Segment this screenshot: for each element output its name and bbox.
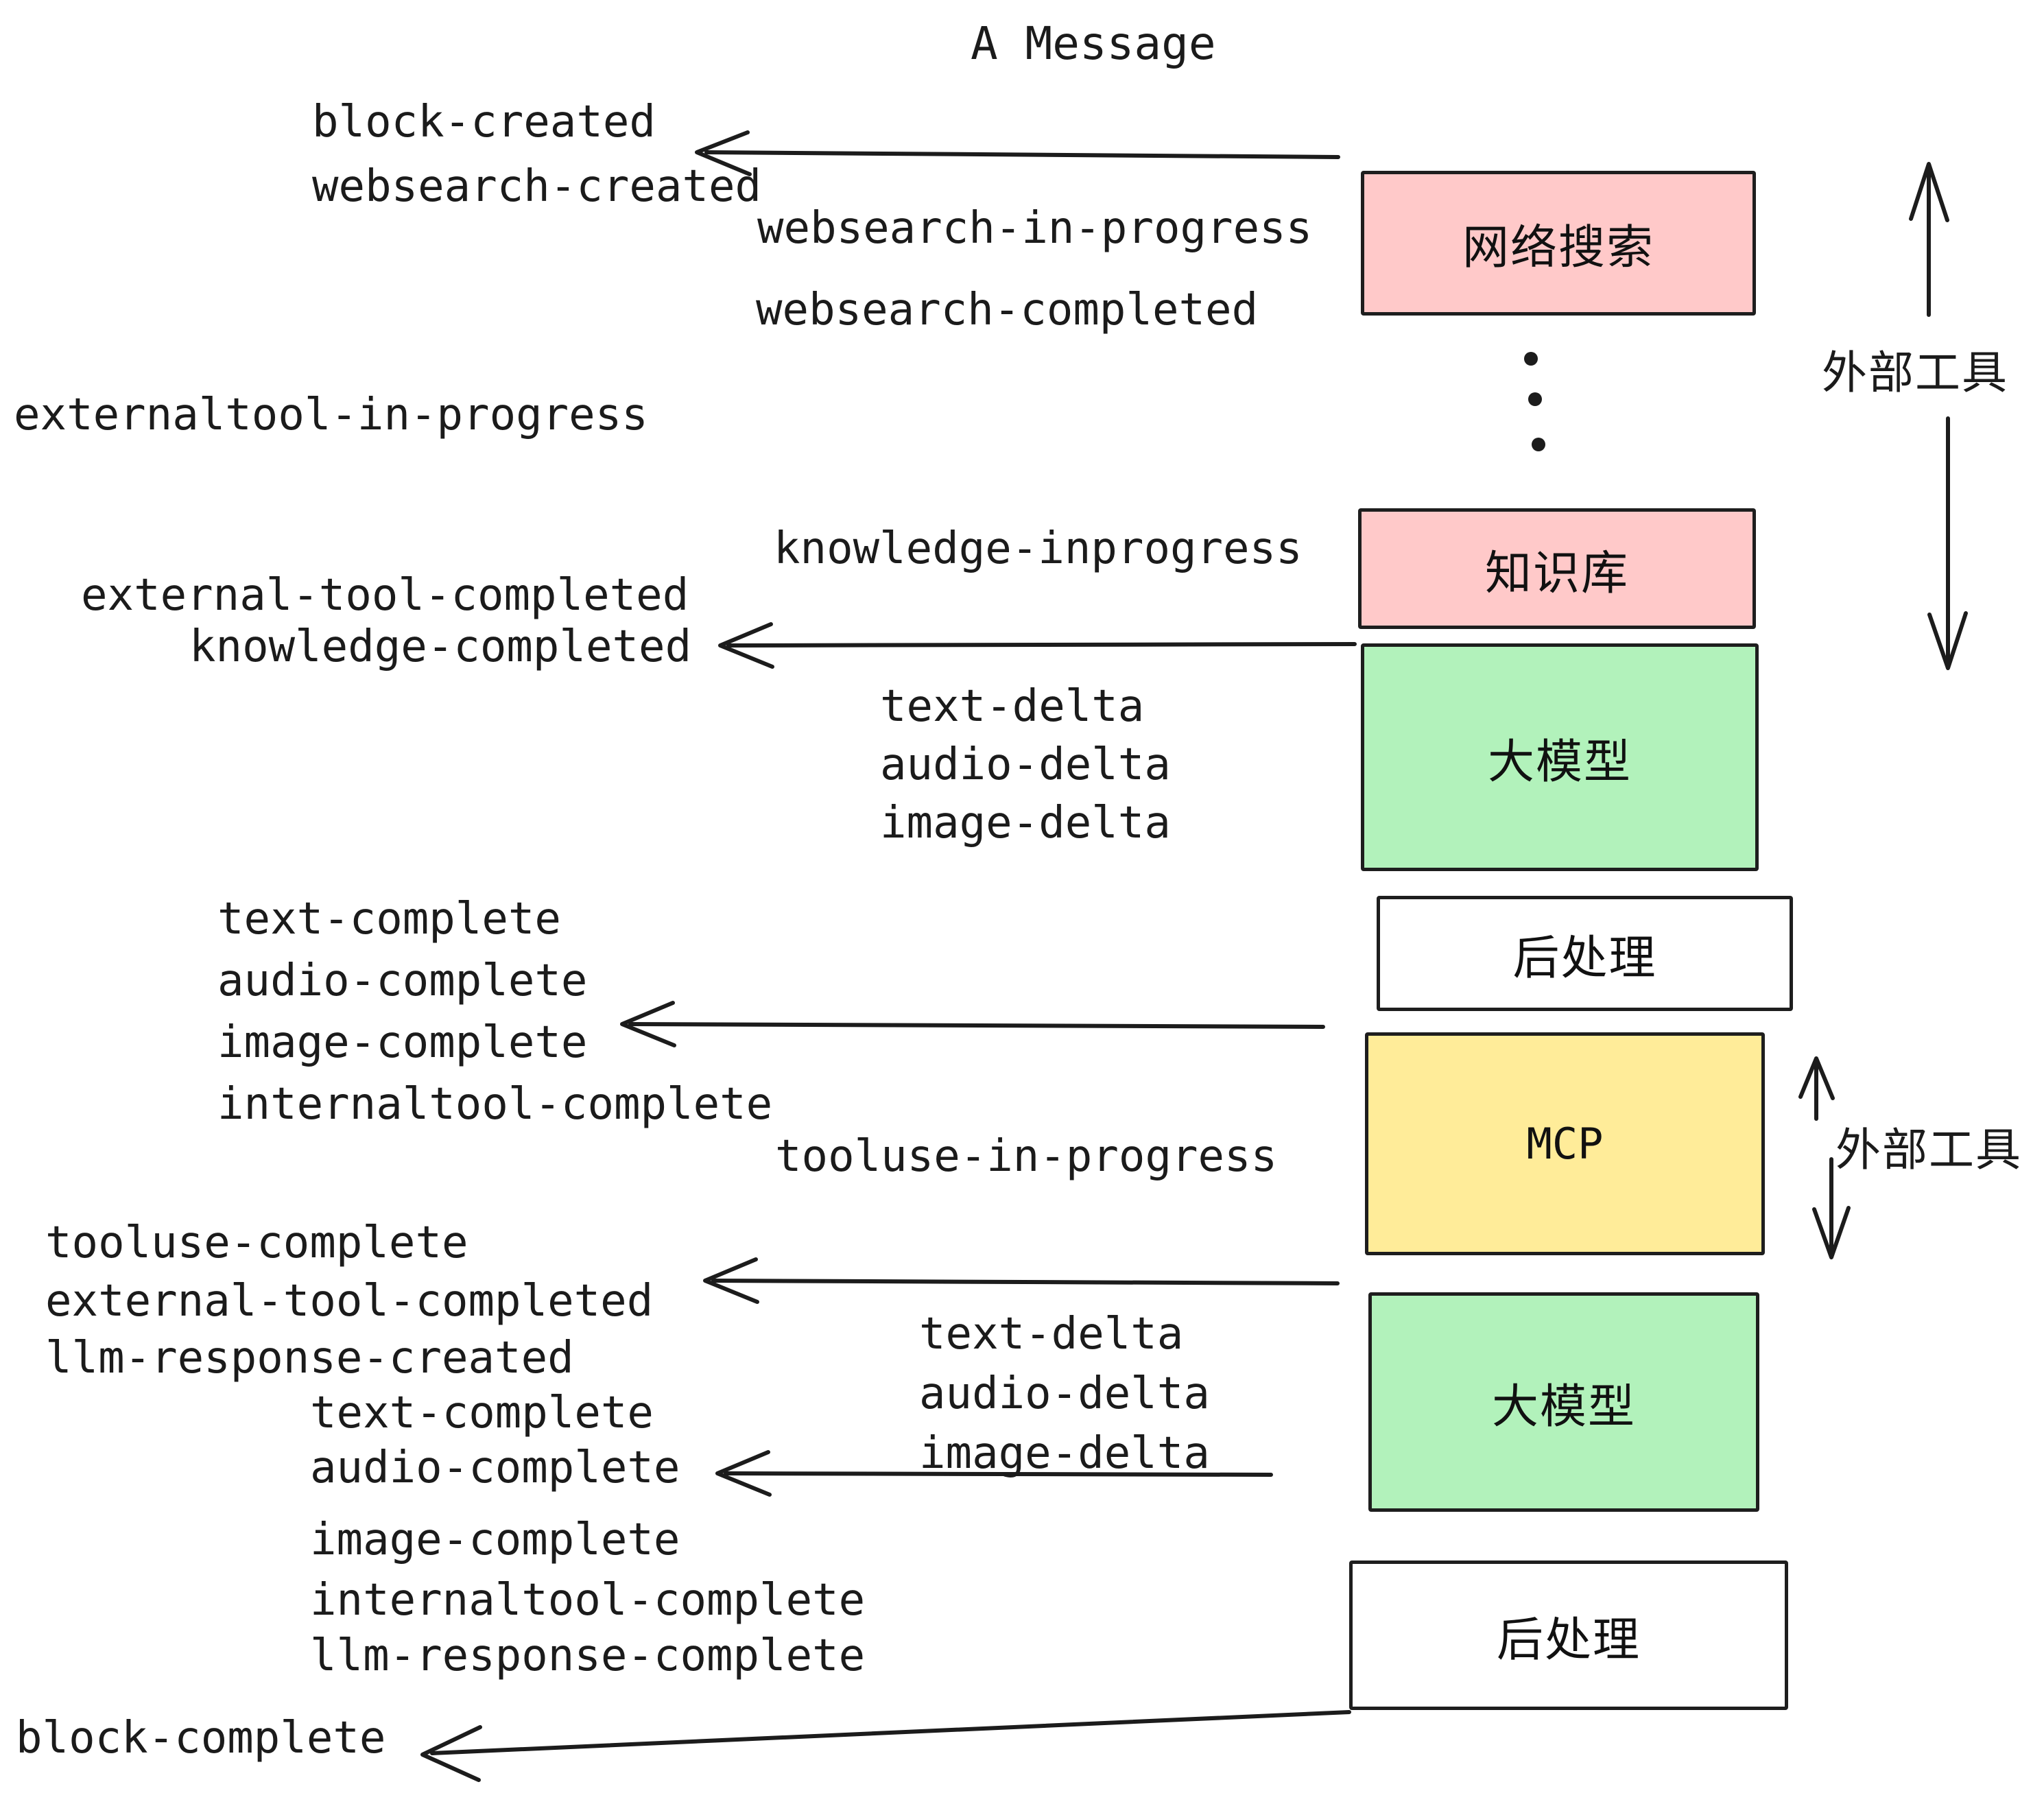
- event-image-complete-2: image-complete: [310, 1515, 680, 1565]
- event-tooluse-in-progress: tooluse-in-progress: [775, 1131, 1278, 1182]
- event-audio-delta-2: audio-delta: [919, 1368, 1210, 1419]
- postprocess-box-top: 后处理: [1377, 896, 1793, 1011]
- event-text-delta: text-delta: [880, 681, 1145, 732]
- event-audio-complete-2: audio-complete: [310, 1443, 680, 1493]
- event-externaltool-in-progress: externaltool-in-progress: [14, 390, 648, 440]
- event-internaltool-complete: internaltool-complete: [217, 1079, 773, 1130]
- event-websearch-completed: websearch-completed: [756, 285, 1259, 335]
- event-knowledge-inprogress: knowledge-inprogress: [774, 523, 1303, 574]
- mcp-box-label: MCP: [1526, 1119, 1604, 1169]
- event-text-complete-2: text-complete: [310, 1388, 654, 1438]
- event-image-complete: image-complete: [217, 1017, 588, 1068]
- event-tooluse-complete: tooluse-complete: [45, 1218, 468, 1268]
- arrow-to-websearch-created: [695, 130, 1340, 176]
- event-llm-response-complete: llm-response-complete: [310, 1630, 866, 1681]
- postprocess-box-top-label: 后处理: [1512, 931, 1657, 984]
- external-tools-up-arrow: [1909, 162, 1949, 317]
- event-text-complete: text-complete: [217, 894, 561, 945]
- event-audio-complete: audio-complete: [217, 956, 588, 1006]
- event-audio-delta: audio-delta: [880, 739, 1171, 790]
- event-websearch-in-progress: websearch-in-progress: [757, 203, 1313, 254]
- diagram-title: A Message: [971, 17, 1216, 70]
- arrow-to-tooluse-complete: [703, 1257, 1340, 1304]
- ellipsis-dots: [1524, 352, 1545, 451]
- event-block-complete: block-complete: [16, 1713, 386, 1764]
- event-knowledge-completed: knowledge-completed: [189, 621, 692, 672]
- event-websearch-created: websearch-created: [312, 161, 762, 212]
- mcp-external-tools-up-arrow: [1798, 1056, 1835, 1121]
- event-internaltool-complete-2: internaltool-complete: [310, 1575, 866, 1626]
- event-external-tool-completed-2: external-tool-completed: [45, 1276, 654, 1327]
- arrow-to-image-complete: [620, 1001, 1325, 1047]
- llm-box-top-label: 大模型: [1487, 735, 1632, 788]
- event-external-tool-completed: external-tool-completed: [81, 570, 689, 621]
- arrow-to-knowledge-completed: [718, 622, 1357, 669]
- llm-box-bottom-label: 大模型: [1491, 1380, 1636, 1433]
- arrow-to-block-complete: [420, 1710, 1351, 1782]
- external-tools-down-arrow: [1927, 416, 1968, 670]
- mcp-box: MCP: [1365, 1032, 1765, 1255]
- llm-box-bottom: 大模型: [1368, 1292, 1759, 1512]
- external-tools-annotation-top: 外部工具: [1822, 347, 2008, 398]
- postprocess-box-bottom-label: 后处理: [1496, 1613, 1641, 1666]
- event-image-delta-2: image-delta: [919, 1428, 1210, 1479]
- external-tools-annotation-mcp: 外部工具: [1835, 1124, 2022, 1175]
- websearch-box-label: 网络搜索: [1462, 222, 1654, 274]
- postprocess-box-bottom: 后处理: [1349, 1560, 1788, 1710]
- event-text-delta-2: text-delta: [919, 1309, 1184, 1360]
- event-block-created: block-created: [312, 97, 656, 147]
- llm-box-top: 大模型: [1361, 643, 1759, 871]
- event-llm-response-created: llm-response-created: [45, 1333, 574, 1384]
- knowledge-box: 知识库: [1358, 508, 1756, 629]
- knowledge-box-label: 知识库: [1484, 547, 1629, 600]
- event-image-delta: image-delta: [880, 798, 1171, 848]
- websearch-box: 网络搜索: [1361, 171, 1756, 316]
